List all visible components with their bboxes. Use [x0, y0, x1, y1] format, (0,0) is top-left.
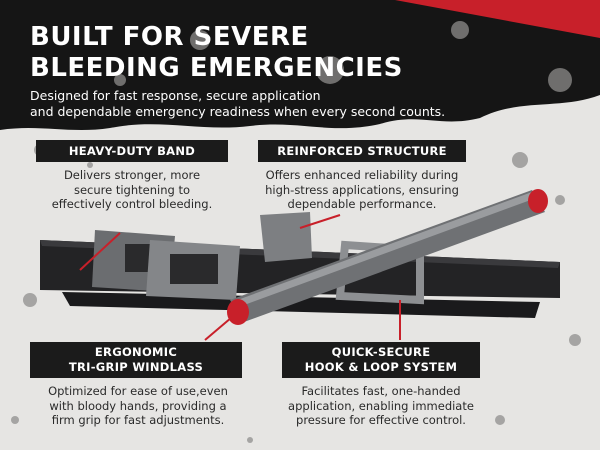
reinforced-structure-description: Offers enhanced reliability during high-… [252, 168, 472, 212]
pointer-reinf [299, 214, 341, 229]
subheadline-line2: and dependable emergency readiness when … [30, 104, 446, 119]
ergo-desc-line1: Optimized for ease of use,even [48, 384, 228, 398]
reinf-desc-line2: high-stress applications, ensuring [265, 182, 459, 197]
quick-desc-line2: application, enabling immediate [288, 398, 474, 413]
ergo-title-line1: ERGONOMIC [94, 345, 178, 359]
windlass-frame [260, 212, 312, 262]
quick-desc-line1: Facilitates fast, one-handed [301, 384, 461, 398]
headline-line2: BLEEDING EMERGENCIES [30, 53, 403, 83]
ergo-title-line2: TRI-GRIP WINDLASS [68, 360, 204, 374]
quick-secure-description: Facilitates fast, one-handed application… [278, 384, 484, 428]
heavy-desc-line2: secure tightening to [73, 182, 191, 197]
heavy-desc-line1: Delivers stronger, more [63, 168, 201, 182]
subheadline: Designed for fast response, secure appli… [30, 88, 480, 120]
reinf-desc-line1: Offers enhanced reliability during [265, 168, 459, 182]
heavy-duty-band-label: HEAVY-DUTY BAND [36, 140, 228, 162]
reinforced-structure-label: REINFORCED STRUCTURE [258, 140, 466, 162]
pointer-heavy [79, 232, 121, 271]
pointer-ergo [204, 311, 239, 341]
quick-title-line2: HOOK & LOOP SYSTEM [304, 360, 458, 374]
ergo-desc-line2: with bloody hands, providing a [49, 398, 227, 413]
accent-corner [395, 0, 600, 38]
headline: BUILT FOR SEVERE BLEEDING EMERGENCIES [30, 22, 450, 84]
ergo-desc-line3: firm grip for fast adjustments. [51, 413, 225, 427]
reinf-desc-line3: dependable performance. [287, 197, 437, 211]
heavy-desc-line3: effectively control bleeding. [51, 197, 213, 211]
quick-secure-label: QUICK-SECURE HOOK & LOOP SYSTEM [282, 342, 480, 378]
heavy-duty-band-description: Delivers stronger, more secure tightenin… [30, 168, 234, 212]
ergonomic-windlass-label: ERGONOMIC TRI-GRIP WINDLASS [30, 342, 242, 378]
headline-line1: BUILT FOR SEVERE [30, 22, 309, 52]
quick-title-line1: QUICK-SECURE [331, 345, 431, 359]
quick-desc-line3: pressure for effective control. [296, 413, 466, 427]
ergonomic-windlass-description: Optimized for ease of use,even with bloo… [24, 384, 252, 428]
subheadline-line1: Designed for fast response, secure appli… [30, 88, 321, 103]
